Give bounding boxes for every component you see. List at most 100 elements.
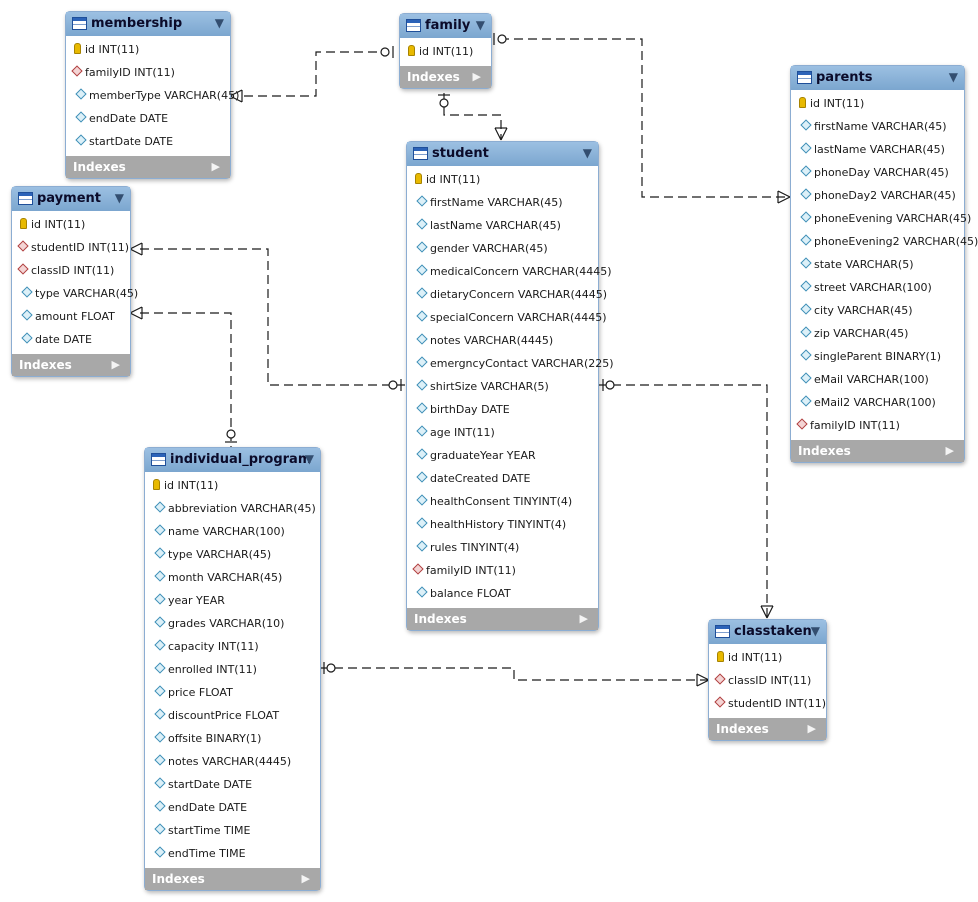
column-row[interactable]: phoneDay VARCHAR(45) — [791, 162, 964, 185]
collapse-arrow-icon[interactable]: ▼ — [214, 16, 224, 30]
column-row[interactable]: endDate DATE — [66, 108, 230, 131]
column-row[interactable]: id INT(11) — [12, 214, 130, 237]
column-row[interactable]: healthConsent TINYINT(4) — [407, 491, 598, 514]
column-row[interactable]: familyID INT(11) — [791, 415, 964, 438]
column-row[interactable]: type VARCHAR(45) — [145, 544, 320, 567]
column-row[interactable]: balance FLOAT — [407, 583, 598, 606]
column-row[interactable]: date DATE — [12, 329, 130, 352]
collapse-arrow-icon[interactable]: ▼ — [582, 146, 592, 160]
column-row[interactable]: shirtSize VARCHAR(5) — [407, 376, 598, 399]
column-row[interactable]: id INT(11) — [66, 39, 230, 62]
indexes-section[interactable]: Indexes▶ — [66, 156, 230, 178]
column-row[interactable]: startDate DATE — [66, 131, 230, 154]
column-row[interactable]: memberType VARCHAR(45) — [66, 85, 239, 108]
collapse-arrow-icon[interactable]: ▼ — [948, 70, 958, 84]
column-row[interactable]: dateCreated DATE — [407, 468, 598, 491]
expand-arrow-icon[interactable]: ▶ — [579, 612, 588, 625]
column-row[interactable]: specialConcern VARCHAR(4445) — [407, 307, 607, 330]
column-row[interactable]: month VARCHAR(45) — [145, 567, 320, 590]
column-row[interactable]: id INT(11) — [791, 93, 964, 116]
column-row[interactable]: eMail2 VARCHAR(100) — [791, 392, 964, 415]
column-row[interactable]: studentID INT(11) — [709, 693, 826, 716]
column-row[interactable]: phoneDay2 VARCHAR(45) — [791, 185, 964, 208]
collapse-arrow-icon[interactable]: ▼ — [810, 624, 820, 638]
column-row[interactable]: age INT(11) — [407, 422, 598, 445]
column-row[interactable]: name VARCHAR(100) — [145, 521, 320, 544]
column-row[interactable]: familyID INT(11) — [407, 560, 598, 583]
table-payment[interactable]: payment ▼ id INT(11) studentID INT(11) c… — [11, 186, 138, 377]
table-header[interactable]: payment ▼ — [12, 187, 130, 211]
indexes-section[interactable]: Indexes▶ — [12, 354, 130, 376]
collapse-arrow-icon[interactable]: ▼ — [475, 18, 485, 32]
column-row[interactable]: offsite BINARY(1) — [145, 728, 320, 751]
indexes-section[interactable]: Indexes▶ — [407, 608, 598, 630]
indexes-section[interactable]: Indexes▶ — [709, 718, 826, 740]
column-row[interactable]: classID INT(11) — [709, 670, 826, 693]
column-row[interactable]: startTime TIME — [145, 820, 320, 843]
column-row[interactable]: dietaryConcern VARCHAR(4445) — [407, 284, 607, 307]
column-row[interactable]: notes VARCHAR(4445) — [145, 751, 320, 774]
column-row[interactable]: startDate DATE — [145, 774, 320, 797]
table-header[interactable]: individual_program ▼ — [145, 448, 320, 472]
expand-arrow-icon[interactable]: ▶ — [301, 872, 310, 885]
column-row[interactable]: discountPrice FLOAT — [145, 705, 320, 728]
column-row[interactable]: street VARCHAR(100) — [791, 277, 964, 300]
column-row[interactable]: singleParent BINARY(1) — [791, 346, 964, 369]
column-row[interactable]: birthDay DATE — [407, 399, 598, 422]
collapse-arrow-icon[interactable]: ▼ — [114, 191, 124, 205]
column-row[interactable]: endDate DATE — [145, 797, 320, 820]
column-row[interactable]: abbreviation VARCHAR(45) — [145, 498, 320, 521]
table-header[interactable]: classtaken ▼ — [709, 620, 826, 644]
column-row[interactable]: endTime TIME — [145, 843, 320, 866]
column-row[interactable]: rules TINYINT(4) — [407, 537, 598, 560]
column-row[interactable]: enrolled INT(11) — [145, 659, 320, 682]
column-row[interactable]: notes VARCHAR(4445) — [407, 330, 598, 353]
table-family[interactable]: family ▼ id INT(11) Indexes▶ — [399, 13, 492, 89]
column-row[interactable]: id INT(11) — [709, 647, 826, 670]
table-header[interactable]: student ▼ — [407, 142, 598, 166]
expand-arrow-icon[interactable]: ▶ — [472, 70, 481, 83]
table-header[interactable]: parents ▼ — [791, 66, 964, 90]
column-row[interactable]: healthHistory TINYINT(4) — [407, 514, 598, 537]
column-row[interactable]: medicalConcern VARCHAR(4445) — [407, 261, 612, 284]
column-row[interactable]: type VARCHAR(45) — [12, 283, 138, 306]
column-row[interactable]: lastName VARCHAR(45) — [407, 215, 598, 238]
column-row[interactable]: studentID INT(11) — [12, 237, 130, 260]
table-individual-program[interactable]: individual_program ▼ id INT(11) abbrevia… — [144, 447, 321, 891]
collapse-arrow-icon[interactable]: ▼ — [304, 452, 314, 466]
table-header[interactable]: membership ▼ — [66, 12, 230, 36]
column-row[interactable]: amount FLOAT — [12, 306, 130, 329]
table-classtaken[interactable]: classtaken ▼ id INT(11) classID INT(11) … — [708, 619, 827, 741]
column-row[interactable]: city VARCHAR(45) — [791, 300, 964, 323]
column-row[interactable]: phoneEvening2 VARCHAR(45) — [791, 231, 978, 254]
indexes-section[interactable]: Indexes▶ — [400, 66, 491, 88]
column-row[interactable]: zip VARCHAR(45) — [791, 323, 964, 346]
expand-arrow-icon[interactable]: ▶ — [945, 444, 954, 457]
column-row[interactable]: graduateYear YEAR — [407, 445, 598, 468]
expand-arrow-icon[interactable]: ▶ — [111, 358, 120, 371]
column-row[interactable]: eMail VARCHAR(100) — [791, 369, 964, 392]
column-row[interactable]: familyID INT(11) — [66, 62, 230, 85]
column-row[interactable]: id INT(11) — [145, 475, 320, 498]
column-row[interactable]: firstName VARCHAR(45) — [407, 192, 598, 215]
column-row[interactable]: grades VARCHAR(10) — [145, 613, 320, 636]
column-row[interactable]: year YEAR — [145, 590, 320, 613]
column-row[interactable]: capacity INT(11) — [145, 636, 320, 659]
table-membership[interactable]: membership ▼ id INT(11) familyID INT(11)… — [65, 11, 239, 179]
indexes-section[interactable]: Indexes▶ — [145, 868, 320, 890]
table-header[interactable]: family ▼ — [400, 14, 491, 38]
column-row[interactable]: phoneEvening VARCHAR(45) — [791, 208, 971, 231]
column-row[interactable]: firstName VARCHAR(45) — [791, 116, 964, 139]
column-row[interactable]: emergncyContact VARCHAR(225) — [407, 353, 614, 376]
column-row[interactable]: price FLOAT — [145, 682, 320, 705]
column-row[interactable]: gender VARCHAR(45) — [407, 238, 598, 261]
table-parents[interactable]: parents ▼ id INT(11) firstName VARCHAR(4… — [790, 65, 978, 463]
expand-arrow-icon[interactable]: ▶ — [807, 722, 816, 735]
column-row[interactable]: id INT(11) — [407, 169, 598, 192]
column-row[interactable]: classID INT(11) — [12, 260, 130, 283]
column-row[interactable]: lastName VARCHAR(45) — [791, 139, 964, 162]
column-row[interactable]: state VARCHAR(5) — [791, 254, 964, 277]
indexes-section[interactable]: Indexes▶ — [791, 440, 964, 462]
column-row[interactable]: id INT(11) — [400, 41, 491, 64]
expand-arrow-icon[interactable]: ▶ — [211, 160, 220, 173]
